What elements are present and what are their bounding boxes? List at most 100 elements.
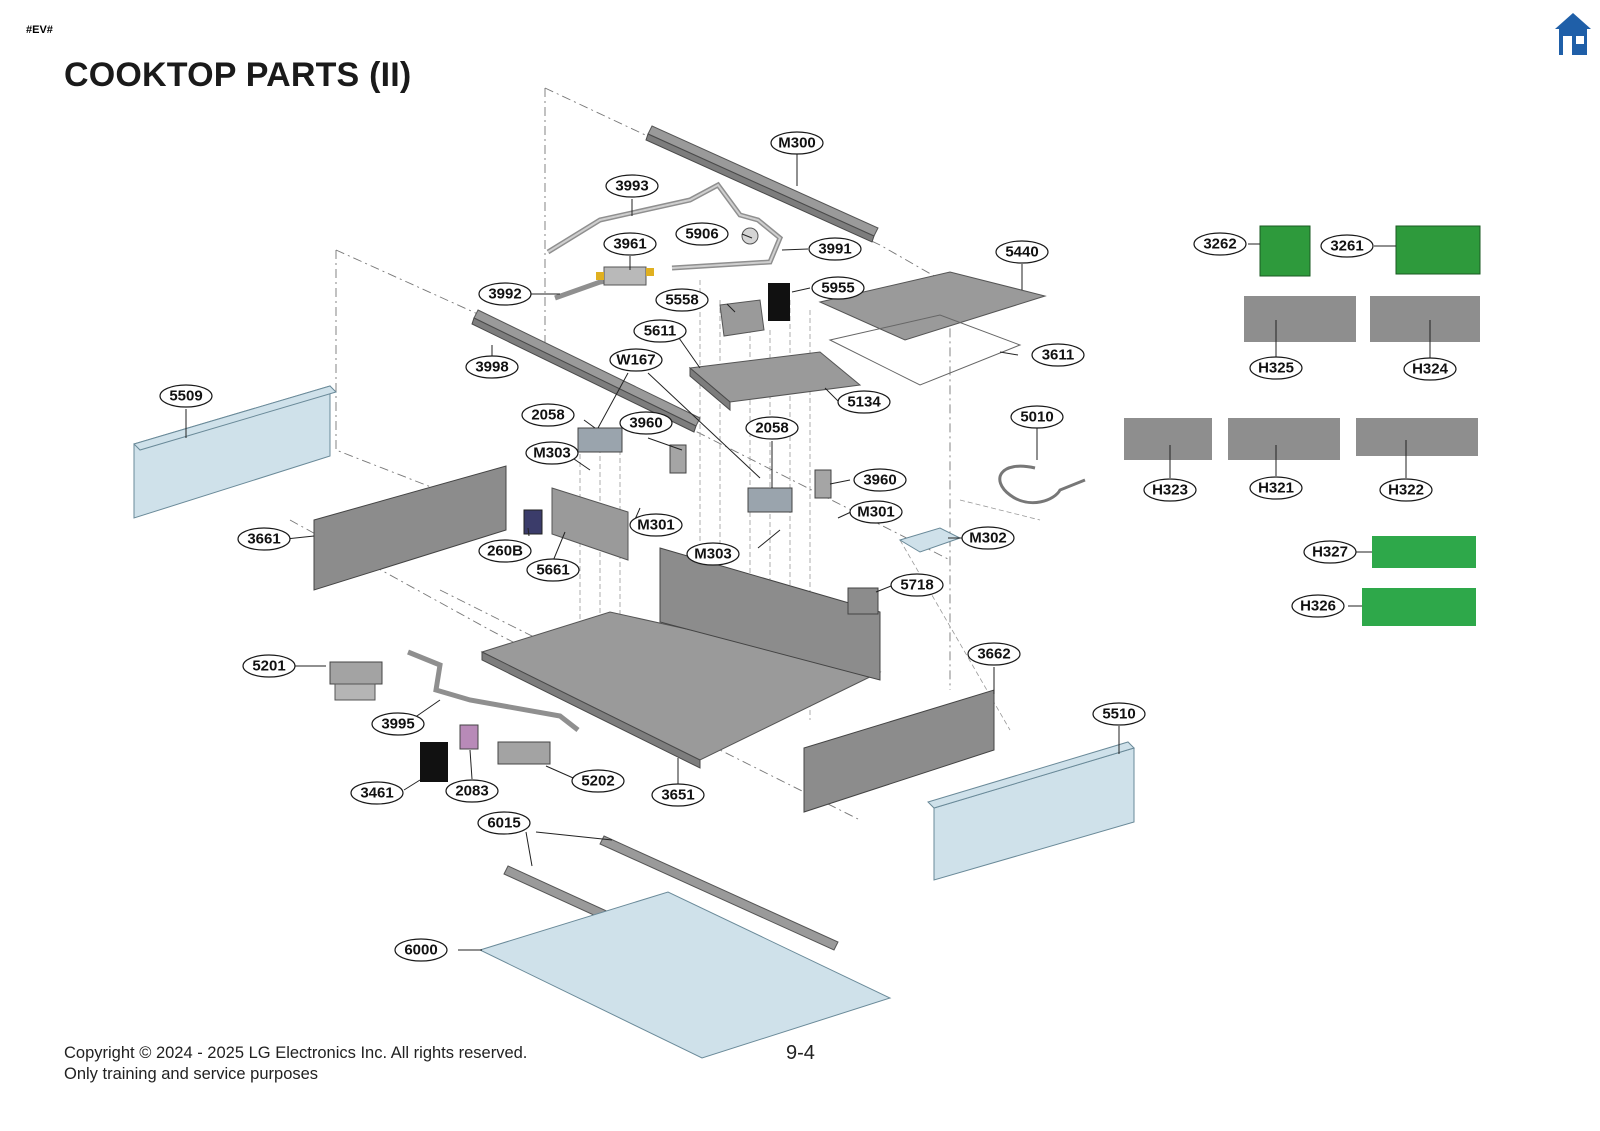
callout-3262[interactable]: 3262 bbox=[1193, 232, 1247, 256]
callout-label: H322 bbox=[1388, 482, 1424, 499]
callout-label: 260B bbox=[487, 543, 523, 560]
regulator-3461 bbox=[420, 742, 448, 782]
callout-m303-right[interactable]: M303 bbox=[686, 542, 740, 566]
callout-label: 5509 bbox=[169, 388, 202, 405]
callout-h323[interactable]: H323 bbox=[1143, 478, 1197, 502]
callout-h327[interactable]: H327 bbox=[1303, 540, 1357, 564]
home-icon[interactable] bbox=[1554, 12, 1592, 56]
callout-3991[interactable]: 3991 bbox=[808, 237, 862, 261]
callout-label: H324 bbox=[1412, 361, 1449, 378]
callout-h325[interactable]: H325 bbox=[1249, 356, 1303, 380]
callout-5202[interactable]: 5202 bbox=[571, 769, 625, 793]
callout-label: M301 bbox=[857, 504, 895, 521]
callout-3662[interactable]: 3662 bbox=[967, 642, 1021, 666]
callout-label: M302 bbox=[969, 530, 1007, 547]
callout-label: 2058 bbox=[755, 420, 788, 437]
callout-label: 5955 bbox=[821, 280, 854, 297]
callout-label: 5134 bbox=[847, 394, 881, 411]
page-title: COOKTOP PARTS (II) bbox=[64, 56, 412, 94]
callout-2058-right[interactable]: 2058 bbox=[745, 416, 799, 440]
manifold-5201 bbox=[329, 661, 383, 685]
callout-m303-left[interactable]: M303 bbox=[525, 441, 579, 465]
callout-5558[interactable]: 5558 bbox=[655, 288, 709, 312]
callout-3995[interactable]: 3995 bbox=[371, 712, 425, 736]
callout-label: 6015 bbox=[487, 815, 520, 832]
valve-2058-left bbox=[577, 427, 623, 453]
callout-label: 3961 bbox=[613, 236, 646, 253]
callout-3661[interactable]: 3661 bbox=[237, 527, 291, 551]
harness-h321 bbox=[1228, 418, 1340, 460]
callout-label: H326 bbox=[1300, 598, 1336, 615]
callout-3611[interactable]: 3611 bbox=[1031, 343, 1085, 367]
callout-h321[interactable]: H321 bbox=[1249, 476, 1303, 500]
callout-5440[interactable]: 5440 bbox=[995, 240, 1049, 264]
insulation-5440 bbox=[818, 271, 1047, 341]
copyright-text: Copyright © 2024 - 2025 LG Electronics I… bbox=[64, 1044, 528, 1062]
callout-label: 3992 bbox=[488, 286, 521, 303]
callout-260b[interactable]: 260B bbox=[478, 539, 532, 563]
callout-h322[interactable]: H322 bbox=[1379, 478, 1433, 502]
rail-m300 bbox=[647, 125, 879, 237]
panel-3661 bbox=[313, 465, 507, 591]
callout-3992[interactable]: 3992 bbox=[478, 282, 532, 306]
part-5955 bbox=[768, 283, 790, 321]
callout-3960-right[interactable]: 3960 bbox=[853, 468, 907, 492]
panel-3662 bbox=[803, 689, 995, 813]
callout-label: M303 bbox=[694, 546, 732, 563]
callout-2083[interactable]: 2083 bbox=[445, 779, 499, 803]
callout-label: 3461 bbox=[360, 785, 393, 802]
callout-5201[interactable]: 5201 bbox=[242, 654, 296, 678]
callout-label: 2083 bbox=[455, 783, 488, 800]
callout-label: 5010 bbox=[1020, 409, 1053, 426]
harness-h327 bbox=[1372, 536, 1476, 568]
callout-5906[interactable]: 5906 bbox=[675, 222, 729, 246]
callout-h324[interactable]: H324 bbox=[1403, 357, 1457, 381]
callout-m301-left[interactable]: M301 bbox=[629, 513, 683, 537]
callout-3998[interactable]: 3998 bbox=[465, 355, 519, 379]
callout-5955[interactable]: 5955 bbox=[811, 276, 865, 300]
callout-5510[interactable]: 5510 bbox=[1092, 702, 1146, 726]
callout-3993[interactable]: 3993 bbox=[605, 174, 659, 198]
callout-3961[interactable]: 3961 bbox=[603, 232, 657, 256]
callout-2058-left[interactable]: 2058 bbox=[521, 403, 575, 427]
callout-m301-right[interactable]: M301 bbox=[849, 500, 903, 524]
callout-3461[interactable]: 3461 bbox=[350, 781, 404, 805]
callout-label: 3960 bbox=[863, 472, 896, 489]
callout-label: 3651 bbox=[661, 787, 694, 804]
callout-label: H325 bbox=[1258, 360, 1294, 377]
callout-w167[interactable]: W167 bbox=[609, 348, 663, 372]
callout-label: 3993 bbox=[615, 178, 648, 195]
callout-m302[interactable]: M302 bbox=[961, 526, 1015, 550]
callout-6015[interactable]: 6015 bbox=[477, 811, 531, 835]
callout-label: 5201 bbox=[252, 658, 285, 675]
glass-6000 bbox=[478, 891, 892, 1059]
callout-label: 3991 bbox=[818, 241, 851, 258]
callout-5718[interactable]: 5718 bbox=[890, 573, 944, 597]
leader-lines bbox=[185, 154, 1431, 951]
harness-h325 bbox=[1244, 296, 1356, 342]
callout-3261[interactable]: 3261 bbox=[1320, 234, 1374, 258]
callout-label: 5718 bbox=[900, 577, 933, 594]
usage-note: Only training and service purposes bbox=[64, 1065, 319, 1083]
callout-m300[interactable]: M300 bbox=[770, 131, 824, 155]
callout-label: 5661 bbox=[536, 562, 569, 579]
callout-label: 6000 bbox=[404, 942, 437, 959]
pcb-3261 bbox=[1395, 225, 1481, 275]
callout-5611[interactable]: 5611 bbox=[633, 319, 687, 343]
callout-label: 2058 bbox=[531, 407, 564, 424]
harness-h323 bbox=[1124, 418, 1212, 460]
document-tag: #EV# bbox=[26, 24, 53, 36]
callout-5010[interactable]: 5010 bbox=[1010, 405, 1064, 429]
callout-3651[interactable]: 3651 bbox=[651, 783, 705, 807]
callout-3960-left[interactable]: 3960 bbox=[619, 411, 673, 435]
callout-h326[interactable]: H326 bbox=[1291, 594, 1345, 618]
callout-5509[interactable]: 5509 bbox=[159, 384, 213, 408]
callout-5134[interactable]: 5134 bbox=[837, 390, 891, 414]
callout-label: 3611 bbox=[1042, 347, 1075, 364]
page-number: 9-4 bbox=[786, 1042, 815, 1064]
harness-h322 bbox=[1356, 418, 1478, 456]
callout-5661[interactable]: 5661 bbox=[526, 558, 580, 582]
callout-6000[interactable]: 6000 bbox=[394, 938, 448, 962]
callout-label: 5202 bbox=[581, 773, 614, 790]
